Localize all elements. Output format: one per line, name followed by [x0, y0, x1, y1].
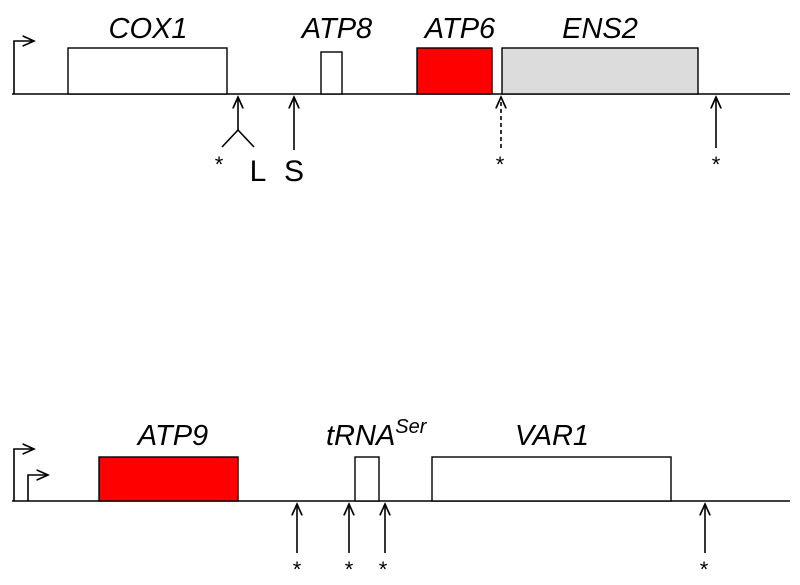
- gene-box-var1: [431, 456, 672, 502]
- gene-box-atp6: [416, 47, 493, 95]
- lower-promoter-arrow-icon-2: [27, 475, 48, 501]
- gene-box-trna-ser: [354, 456, 380, 502]
- gene-label-atp6: ATP6: [423, 13, 496, 45]
- fork-branch-right: [237, 129, 255, 148]
- gene-label-atp8: ATP8: [300, 13, 372, 45]
- marker-label-s: S: [284, 155, 304, 188]
- star-marker-atp9: *: [293, 557, 302, 582]
- fork-branch-left: [221, 129, 239, 148]
- gene-label-cox1: COX1: [109, 13, 188, 45]
- lower-track: ATP9 tRNASer VAR1 * * * *: [12, 416, 790, 582]
- star-marker-trna-right: *: [379, 557, 388, 582]
- gene-label-var1: VAR1: [515, 420, 589, 452]
- upper-promoter-arrow-icon: [13, 41, 34, 94]
- gene-label-ens2: ENS2: [562, 13, 638, 45]
- trna-label-main: tRNA: [326, 420, 395, 452]
- star-marker-trna-left: *: [345, 557, 354, 582]
- gene-label-atp9: ATP9: [136, 420, 208, 452]
- star-marker-atp6: *: [496, 152, 505, 177]
- lower-promoter-arrow-icon-1: [13, 449, 34, 501]
- gene-box-cox1: [67, 47, 228, 95]
- star-marker-ens2: *: [712, 152, 721, 177]
- star-marker-var1: *: [700, 557, 709, 582]
- upper-track: COX1 ATP8 ATP6 ENS2 * L S * *: [12, 13, 790, 188]
- marker-label-l: L: [250, 155, 267, 188]
- gene-label-trna-ser: tRNASer: [326, 416, 428, 452]
- gene-box-ens2: [501, 47, 699, 95]
- gene-box-atp8: [320, 51, 343, 95]
- star-marker-cox1: *: [215, 152, 224, 177]
- gene-box-atp9: [98, 456, 239, 502]
- trna-label-superscript: Ser: [395, 416, 427, 438]
